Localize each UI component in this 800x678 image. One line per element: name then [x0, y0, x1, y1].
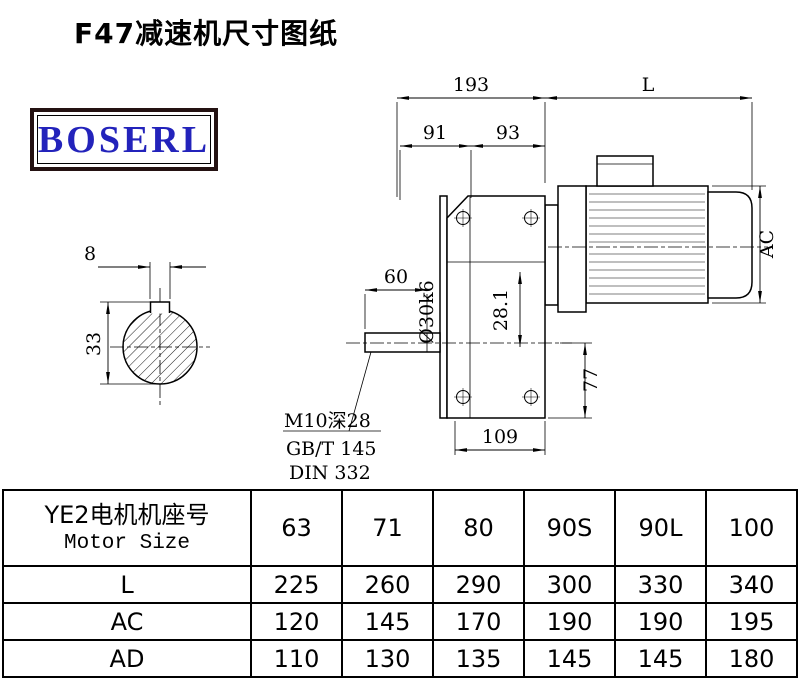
- row-label-AC: AC: [2, 602, 252, 641]
- cell-L-71: 260: [341, 565, 434, 604]
- main-view-dimensions: 193 L 91 93 60 Ø30k6 28.1 A: [364, 74, 778, 455]
- size-col-header: 90S: [523, 489, 616, 567]
- table-row-AD: AD 110 130 135 145 145 180: [2, 639, 798, 678]
- dim-section-height: 33: [83, 332, 105, 356]
- cell-L-80: 290: [432, 565, 525, 604]
- dim-seg-93: 93: [496, 122, 520, 144]
- adapter-housing: [544, 204, 559, 306]
- gearbox-housing: [446, 195, 546, 419]
- table-row-AC: AC 120 145 170 190 190 195: [2, 602, 798, 641]
- size-col-header: 71: [341, 489, 434, 567]
- boserl-logo-inner-frame: BOSERL: [37, 115, 211, 164]
- motor-cooling-fins: [589, 193, 705, 295]
- cell-AC-71: 145: [341, 602, 434, 641]
- cell-AD-63: 110: [250, 639, 343, 678]
- cell-AC-63: 120: [250, 602, 343, 641]
- cell-L-90S: 300: [523, 565, 616, 604]
- row-label-AD: AD: [2, 639, 252, 678]
- terminal-box: [596, 155, 654, 187]
- cell-AD-100: 180: [705, 639, 798, 678]
- dim-motor-diameter: AC: [756, 230, 778, 259]
- dim-shaft-diameter: Ø30k6: [416, 280, 438, 343]
- cell-AC-80: 170: [432, 602, 525, 641]
- motor-flange: [557, 185, 587, 313]
- technical-drawing: 8 33: [83, 74, 778, 484]
- dim-center-height: 77: [580, 368, 602, 392]
- cell-AD-71: 130: [341, 639, 434, 678]
- cell-L-90L: 330: [614, 565, 707, 604]
- size-col-header: 63: [250, 489, 343, 567]
- gearbox-front-flange: [439, 195, 448, 419]
- motor-size-table: YE2电机机座号 Motor Size 63 71 80 90S 90L 100…: [2, 489, 798, 678]
- shaft-section-view: 8 33: [83, 243, 210, 406]
- size-col-header: 100: [705, 489, 798, 567]
- motor-size-label-cn: YE2电机机座号: [44, 500, 210, 529]
- gearbox-motor-view: [346, 155, 768, 419]
- dim-body-width: 109: [482, 426, 518, 448]
- shaft-bore-section: [122, 309, 198, 385]
- cell-AC-100: 195: [705, 602, 798, 641]
- dim-shaft-length: 60: [384, 266, 408, 288]
- tapped-hole-note: M10深28 GB/T 145 DIN 332: [283, 351, 381, 484]
- motor-body: [585, 185, 709, 304]
- cell-AD-80: 135: [432, 639, 525, 678]
- cell-AD-90S: 145: [523, 639, 616, 678]
- cell-L-63: 225: [250, 565, 343, 604]
- cell-AC-90S: 190: [523, 602, 616, 641]
- output-shaft: [364, 332, 441, 353]
- boserl-logo: BOSERL: [30, 108, 218, 171]
- note-std-din: DIN 332: [289, 462, 371, 484]
- row-label-L: L: [2, 565, 252, 604]
- motor-size-header-cell: YE2电机机座号 Motor Size: [2, 489, 252, 567]
- size-col-header: 90L: [614, 489, 707, 567]
- dim-bore: 28.1: [490, 289, 512, 331]
- logo-text: BOSERL: [37, 118, 211, 161]
- dim-keyway-width: 8: [84, 243, 96, 265]
- dim-top-width: 193: [453, 74, 489, 96]
- note-std-gbt: GB/T 145: [286, 438, 377, 460]
- cell-L-100: 340: [705, 565, 798, 604]
- motor-size-label-en: Motor Size: [63, 532, 191, 555]
- dim-motor-length: L: [642, 74, 655, 96]
- table-header-row: YE2电机机座号 Motor Size 63 71 80 90S 90L 100: [2, 489, 798, 567]
- keyway-slot: [149, 301, 171, 313]
- cell-AD-90L: 145: [614, 639, 707, 678]
- dim-seg-91: 91: [423, 122, 447, 144]
- note-tap: M10深28: [284, 410, 371, 432]
- fan-cover: [707, 191, 753, 299]
- table-row-L: L 225 260 290 300 330 340: [2, 565, 798, 604]
- cell-AC-90L: 190: [614, 602, 707, 641]
- page-title: F47减速机尺寸图纸: [74, 17, 339, 50]
- size-col-header: 80: [432, 489, 525, 567]
